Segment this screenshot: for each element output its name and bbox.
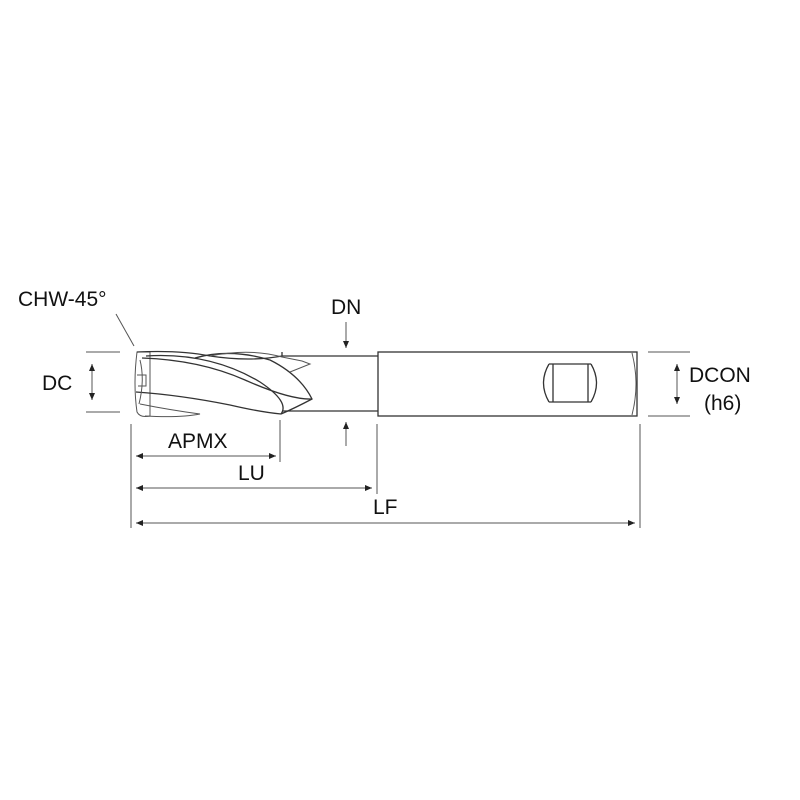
- tool-shank: [377, 351, 638, 417]
- dc-label: DC: [42, 372, 72, 395]
- dcon-tolerance: (h6): [704, 392, 741, 415]
- chw-label: CHW-45°: [18, 288, 107, 311]
- tool-neck: [282, 355, 378, 412]
- flat-notch: [542, 363, 598, 403]
- lu-label: LU: [238, 462, 265, 485]
- dn-label: DN: [331, 296, 361, 319]
- apmx-label: APMX: [168, 430, 228, 453]
- lf-label: LF: [373, 496, 398, 519]
- tool-flutes: [134, 350, 313, 418]
- chw-leader: [115, 313, 135, 347]
- dcon-label: DCON: [689, 364, 751, 387]
